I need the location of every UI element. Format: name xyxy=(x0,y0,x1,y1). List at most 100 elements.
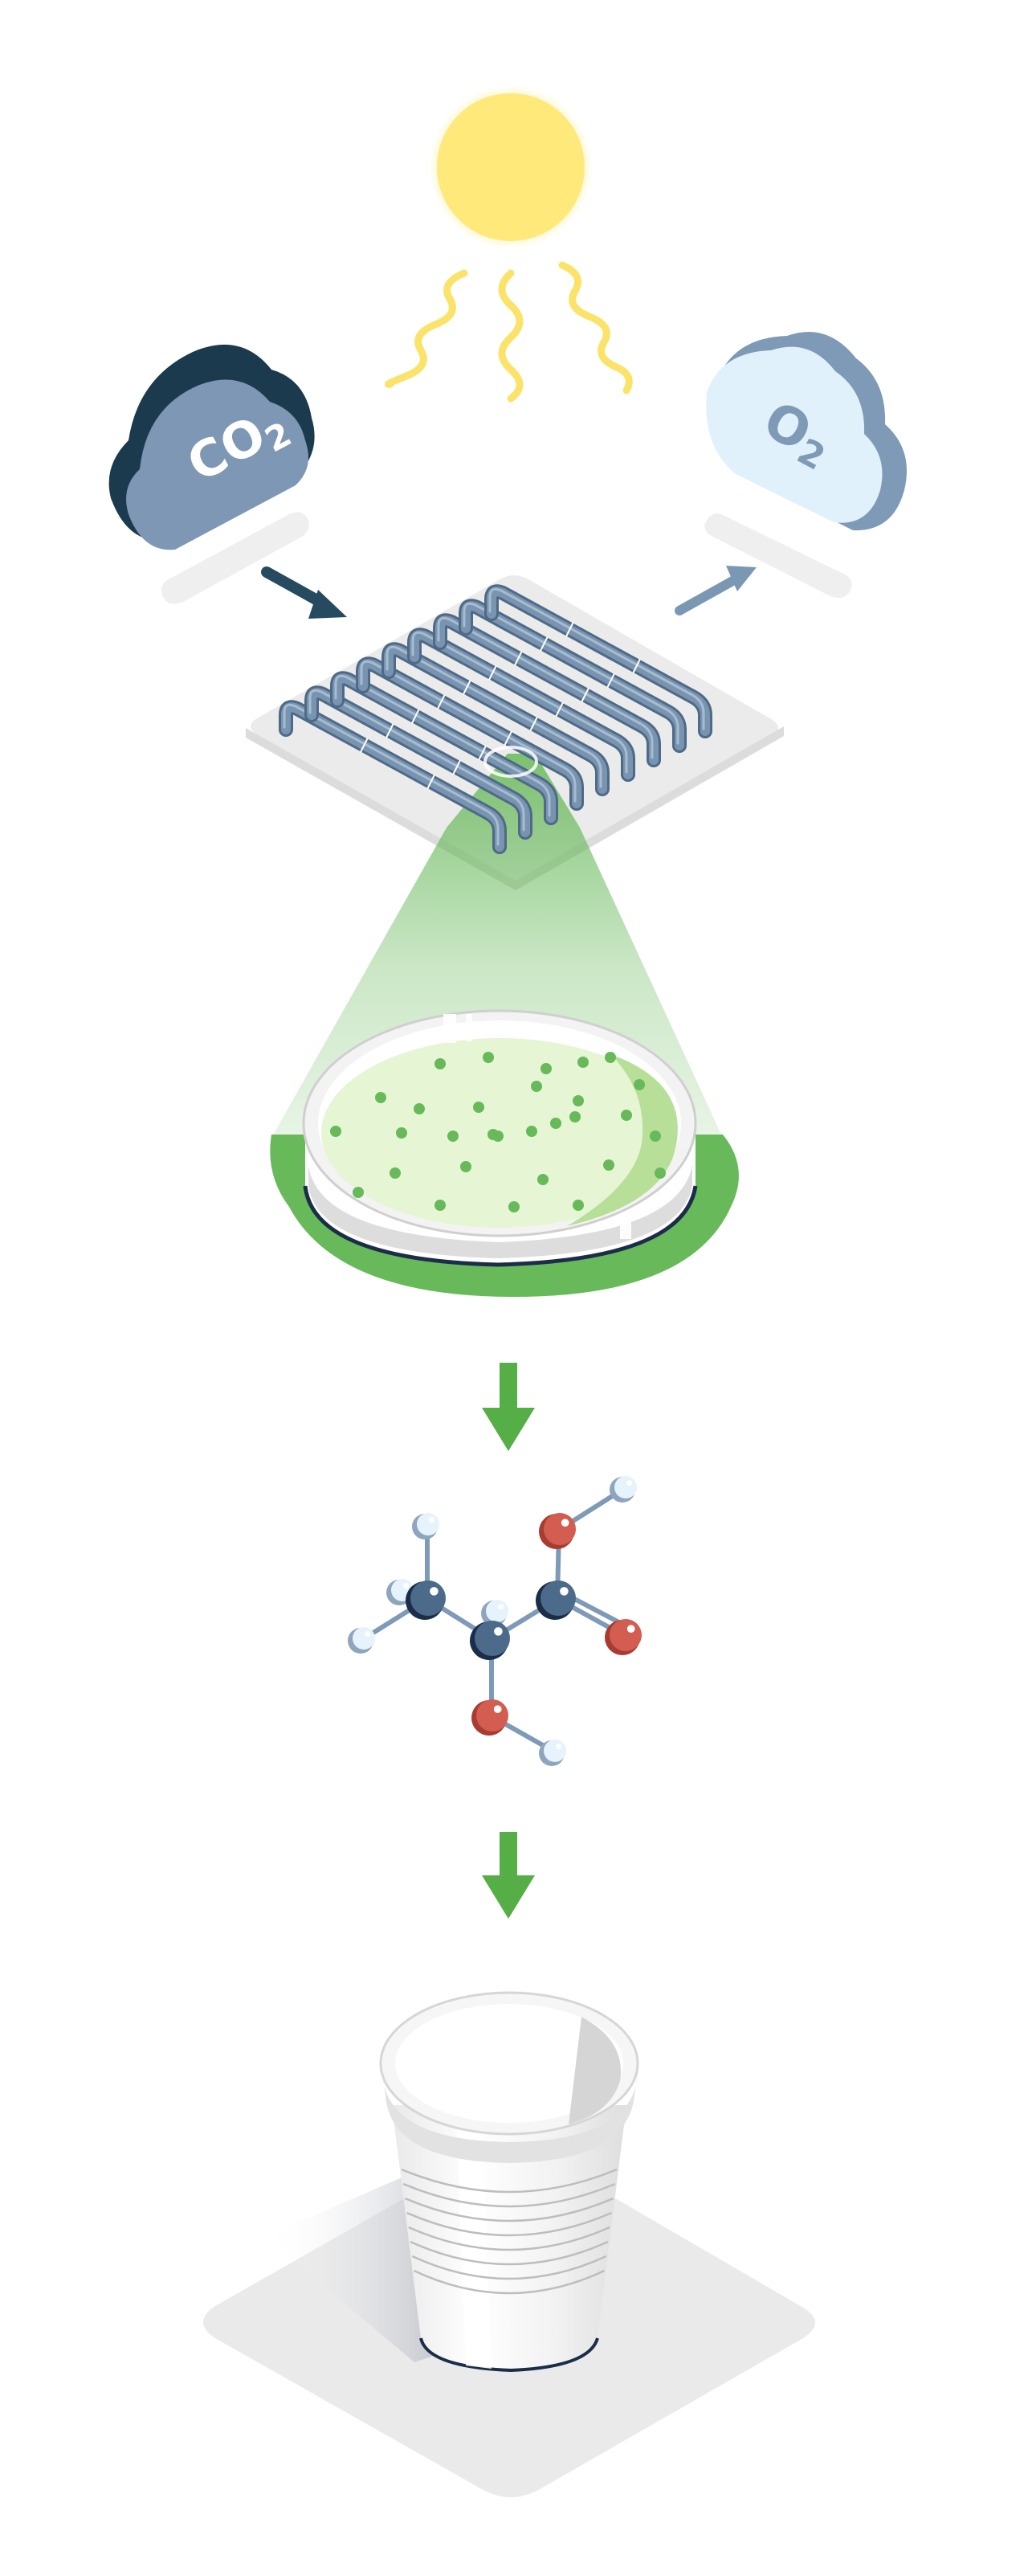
tube-joint xyxy=(632,659,641,673)
algae-cell xyxy=(550,1118,561,1129)
carbon-atom xyxy=(541,1580,576,1616)
oxygen-atom-highlight xyxy=(626,1625,635,1634)
hydrogen-atom-highlight xyxy=(498,1604,504,1610)
hydrogen-atom-highlight xyxy=(556,1744,562,1750)
algae-cell xyxy=(569,1111,581,1122)
oxygen-atom xyxy=(544,1513,576,1545)
sun-ray-left xyxy=(385,269,468,388)
algae-cell xyxy=(650,1131,661,1142)
plastic-cup-icon xyxy=(203,1991,815,2497)
co2-inflow-arrow xyxy=(261,566,347,619)
algae-cell xyxy=(537,1174,549,1185)
algae-cell xyxy=(460,1161,471,1172)
algae-cell xyxy=(447,1131,459,1142)
algae-cell xyxy=(531,1081,542,1092)
tube-joint xyxy=(514,651,523,666)
algae-cell xyxy=(375,1092,386,1103)
sun-ray-right xyxy=(558,261,633,395)
algae-cell xyxy=(353,1187,364,1198)
algae-cell xyxy=(396,1127,407,1139)
algae-cell xyxy=(508,1201,520,1212)
tube-joint xyxy=(565,622,574,637)
tube-highlight xyxy=(386,645,602,788)
oxygen-atom-highlight xyxy=(493,1705,502,1714)
tube-joint xyxy=(386,723,394,738)
algae-cells xyxy=(330,1052,666,1212)
petri-dish-icon xyxy=(270,1009,739,1297)
tube-joint xyxy=(555,702,564,717)
tube-highlight xyxy=(463,602,679,745)
algae-cell xyxy=(330,1126,341,1137)
algae-cell xyxy=(487,1129,499,1140)
cup-ridge xyxy=(413,2269,606,2295)
tube-highlight xyxy=(283,703,500,846)
algae-cell xyxy=(434,1058,446,1069)
algae-cell xyxy=(390,1167,401,1179)
sun-ray-center xyxy=(498,269,524,403)
algae-cell xyxy=(526,1126,537,1137)
algae-cell xyxy=(483,1052,494,1063)
algae-cell xyxy=(655,1167,666,1179)
algae-cell xyxy=(573,1200,584,1211)
sun-rays xyxy=(385,261,633,403)
cup-ridge xyxy=(411,2255,607,2280)
process-arrow-down-2 xyxy=(482,1832,535,1919)
tube-joint xyxy=(360,738,369,753)
hydrogen-atom xyxy=(614,1476,637,1499)
tube-highlight xyxy=(308,689,525,832)
cup-ridge xyxy=(406,2211,612,2237)
lactic-acid-molecule-icon xyxy=(348,1476,642,1766)
algae-cell xyxy=(414,1103,425,1114)
tube-highlight xyxy=(334,674,551,817)
oxygen-atom-highlight xyxy=(561,1519,569,1527)
o2-outflow-arrow xyxy=(675,566,757,615)
algae-cell xyxy=(603,1159,614,1171)
tube-joint xyxy=(581,688,589,702)
algae-cell xyxy=(621,1110,632,1121)
hydrogen-atom xyxy=(544,1740,566,1762)
tube-joint xyxy=(504,731,512,746)
carbon-atom xyxy=(410,1580,446,1616)
tube-joint xyxy=(606,673,615,688)
algae-cell xyxy=(634,1079,645,1090)
hydrogen-atom-highlight xyxy=(403,1583,410,1589)
tube-joint xyxy=(411,709,420,724)
cup-ridge xyxy=(401,2168,618,2194)
tube-joint xyxy=(452,760,461,775)
tube-joint xyxy=(463,680,471,695)
o2-cloud-icon: O2 xyxy=(704,331,907,599)
process-arrow-down-1 xyxy=(482,1363,535,1451)
tube-joint xyxy=(529,717,538,731)
cup-ridge xyxy=(404,2197,614,2222)
sun-icon xyxy=(429,85,593,249)
tube-highlight xyxy=(488,587,705,730)
algae-cell xyxy=(573,1095,584,1106)
tube-highlight xyxy=(411,631,628,774)
zoom-ring xyxy=(483,746,538,778)
tube-joint xyxy=(426,775,435,789)
hydrogen-atom-highlight xyxy=(365,1631,371,1638)
cup-ridge xyxy=(410,2240,609,2266)
algae-cell xyxy=(541,1063,552,1074)
cup-ridge xyxy=(402,2182,616,2208)
carbon-atom xyxy=(475,1621,510,1656)
tube-joint xyxy=(437,694,446,709)
hydrogen-atom xyxy=(353,1627,375,1650)
cup-ridge xyxy=(408,2226,610,2251)
algae-cell xyxy=(434,1200,446,1211)
co2-cloud-icon: CO2 xyxy=(108,344,315,604)
oxygen-atom xyxy=(610,1619,642,1651)
hydrogen-atom xyxy=(486,1600,508,1622)
algae-cell xyxy=(605,1052,616,1063)
tube-joint xyxy=(478,746,487,760)
algae-cell xyxy=(473,1102,484,1113)
oxygen-atom xyxy=(476,1699,508,1732)
hydrogen-atom-highlight xyxy=(626,1480,633,1486)
tube-highlight xyxy=(360,660,577,803)
hydrogen-atom-highlight xyxy=(429,1517,435,1523)
carbon-atom-highlight xyxy=(560,1587,569,1596)
tube-joint xyxy=(540,636,549,652)
tube-joint xyxy=(488,665,497,681)
algae-cell xyxy=(577,1057,589,1068)
